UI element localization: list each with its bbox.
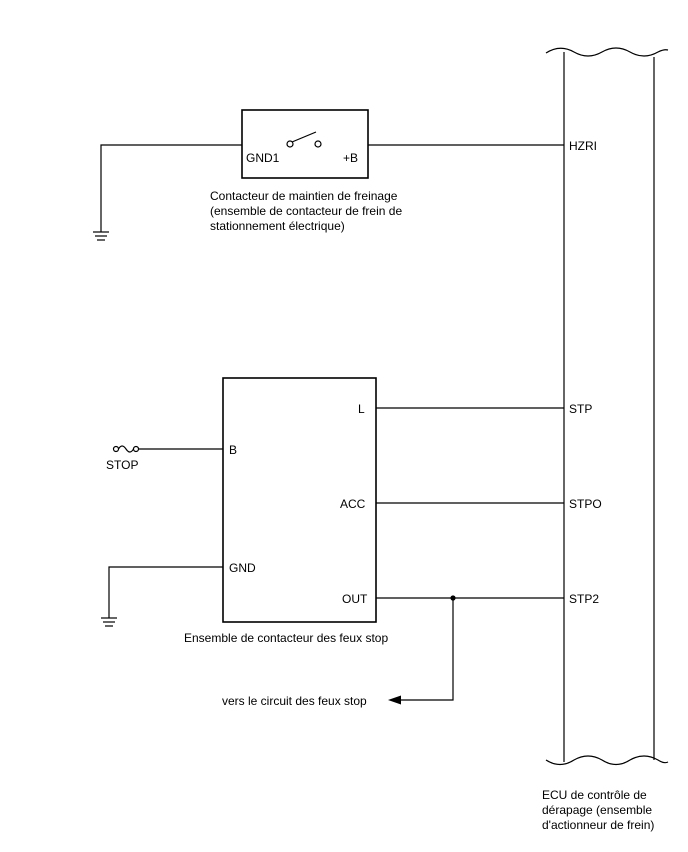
ground-icon bbox=[93, 231, 109, 241]
brake-hold-caption-line-1: Contacteur de maintien de freinage bbox=[210, 189, 398, 203]
fuse-label: STOP bbox=[106, 458, 138, 472]
ecu-terminal-stpo: STPO bbox=[569, 497, 602, 511]
brake-hold-terminal-gnd1: GND1 bbox=[246, 151, 280, 165]
ecu-caption-line-3: d'actionneur de frein) bbox=[542, 818, 654, 832]
ecu-terminal-stp: STP bbox=[569, 402, 592, 416]
stop-lamp-switch-box bbox=[222, 377, 377, 623]
wire-gnd1 bbox=[100, 144, 242, 232]
ecu-body bbox=[545, 47, 669, 766]
ecu-terminal-hzri: HZRI bbox=[569, 139, 597, 153]
stop-switch-terminal-gnd: GND bbox=[229, 561, 256, 575]
stop-switch-terminal-out: OUT bbox=[342, 592, 368, 606]
wire-stop-lamp-branch bbox=[400, 598, 454, 701]
stop-switch-terminal-l: L bbox=[358, 402, 365, 416]
ecu-caption-line-1: ECU de contrôle de bbox=[542, 788, 647, 802]
ground-icon bbox=[101, 617, 117, 627]
brake-hold-caption-line-2: (ensemble de contacteur de frein de bbox=[210, 204, 402, 218]
ecu-caption-line-2: dérapage (ensemble bbox=[542, 803, 652, 817]
brake-hold-caption-line-3: stationnement électrique) bbox=[210, 219, 345, 233]
stop-lamp-circuit-note: vers le circuit des feux stop bbox=[222, 694, 367, 708]
stop-switch-terminal-b: B bbox=[229, 443, 237, 457]
wire-gnd bbox=[108, 566, 223, 618]
switch-contact-icon bbox=[286, 131, 322, 148]
brake-hold-terminal-b: +B bbox=[343, 151, 358, 165]
stop-switch-terminal-acc: ACC bbox=[340, 497, 366, 511]
arrow-left-icon bbox=[388, 695, 401, 705]
ecu-terminal-stp2: STP2 bbox=[569, 592, 599, 606]
fuse-icon bbox=[112, 445, 140, 453]
stop-switch-caption: Ensemble de contacteur des feux stop bbox=[184, 631, 388, 645]
brake-hold-switch-box bbox=[241, 109, 369, 179]
